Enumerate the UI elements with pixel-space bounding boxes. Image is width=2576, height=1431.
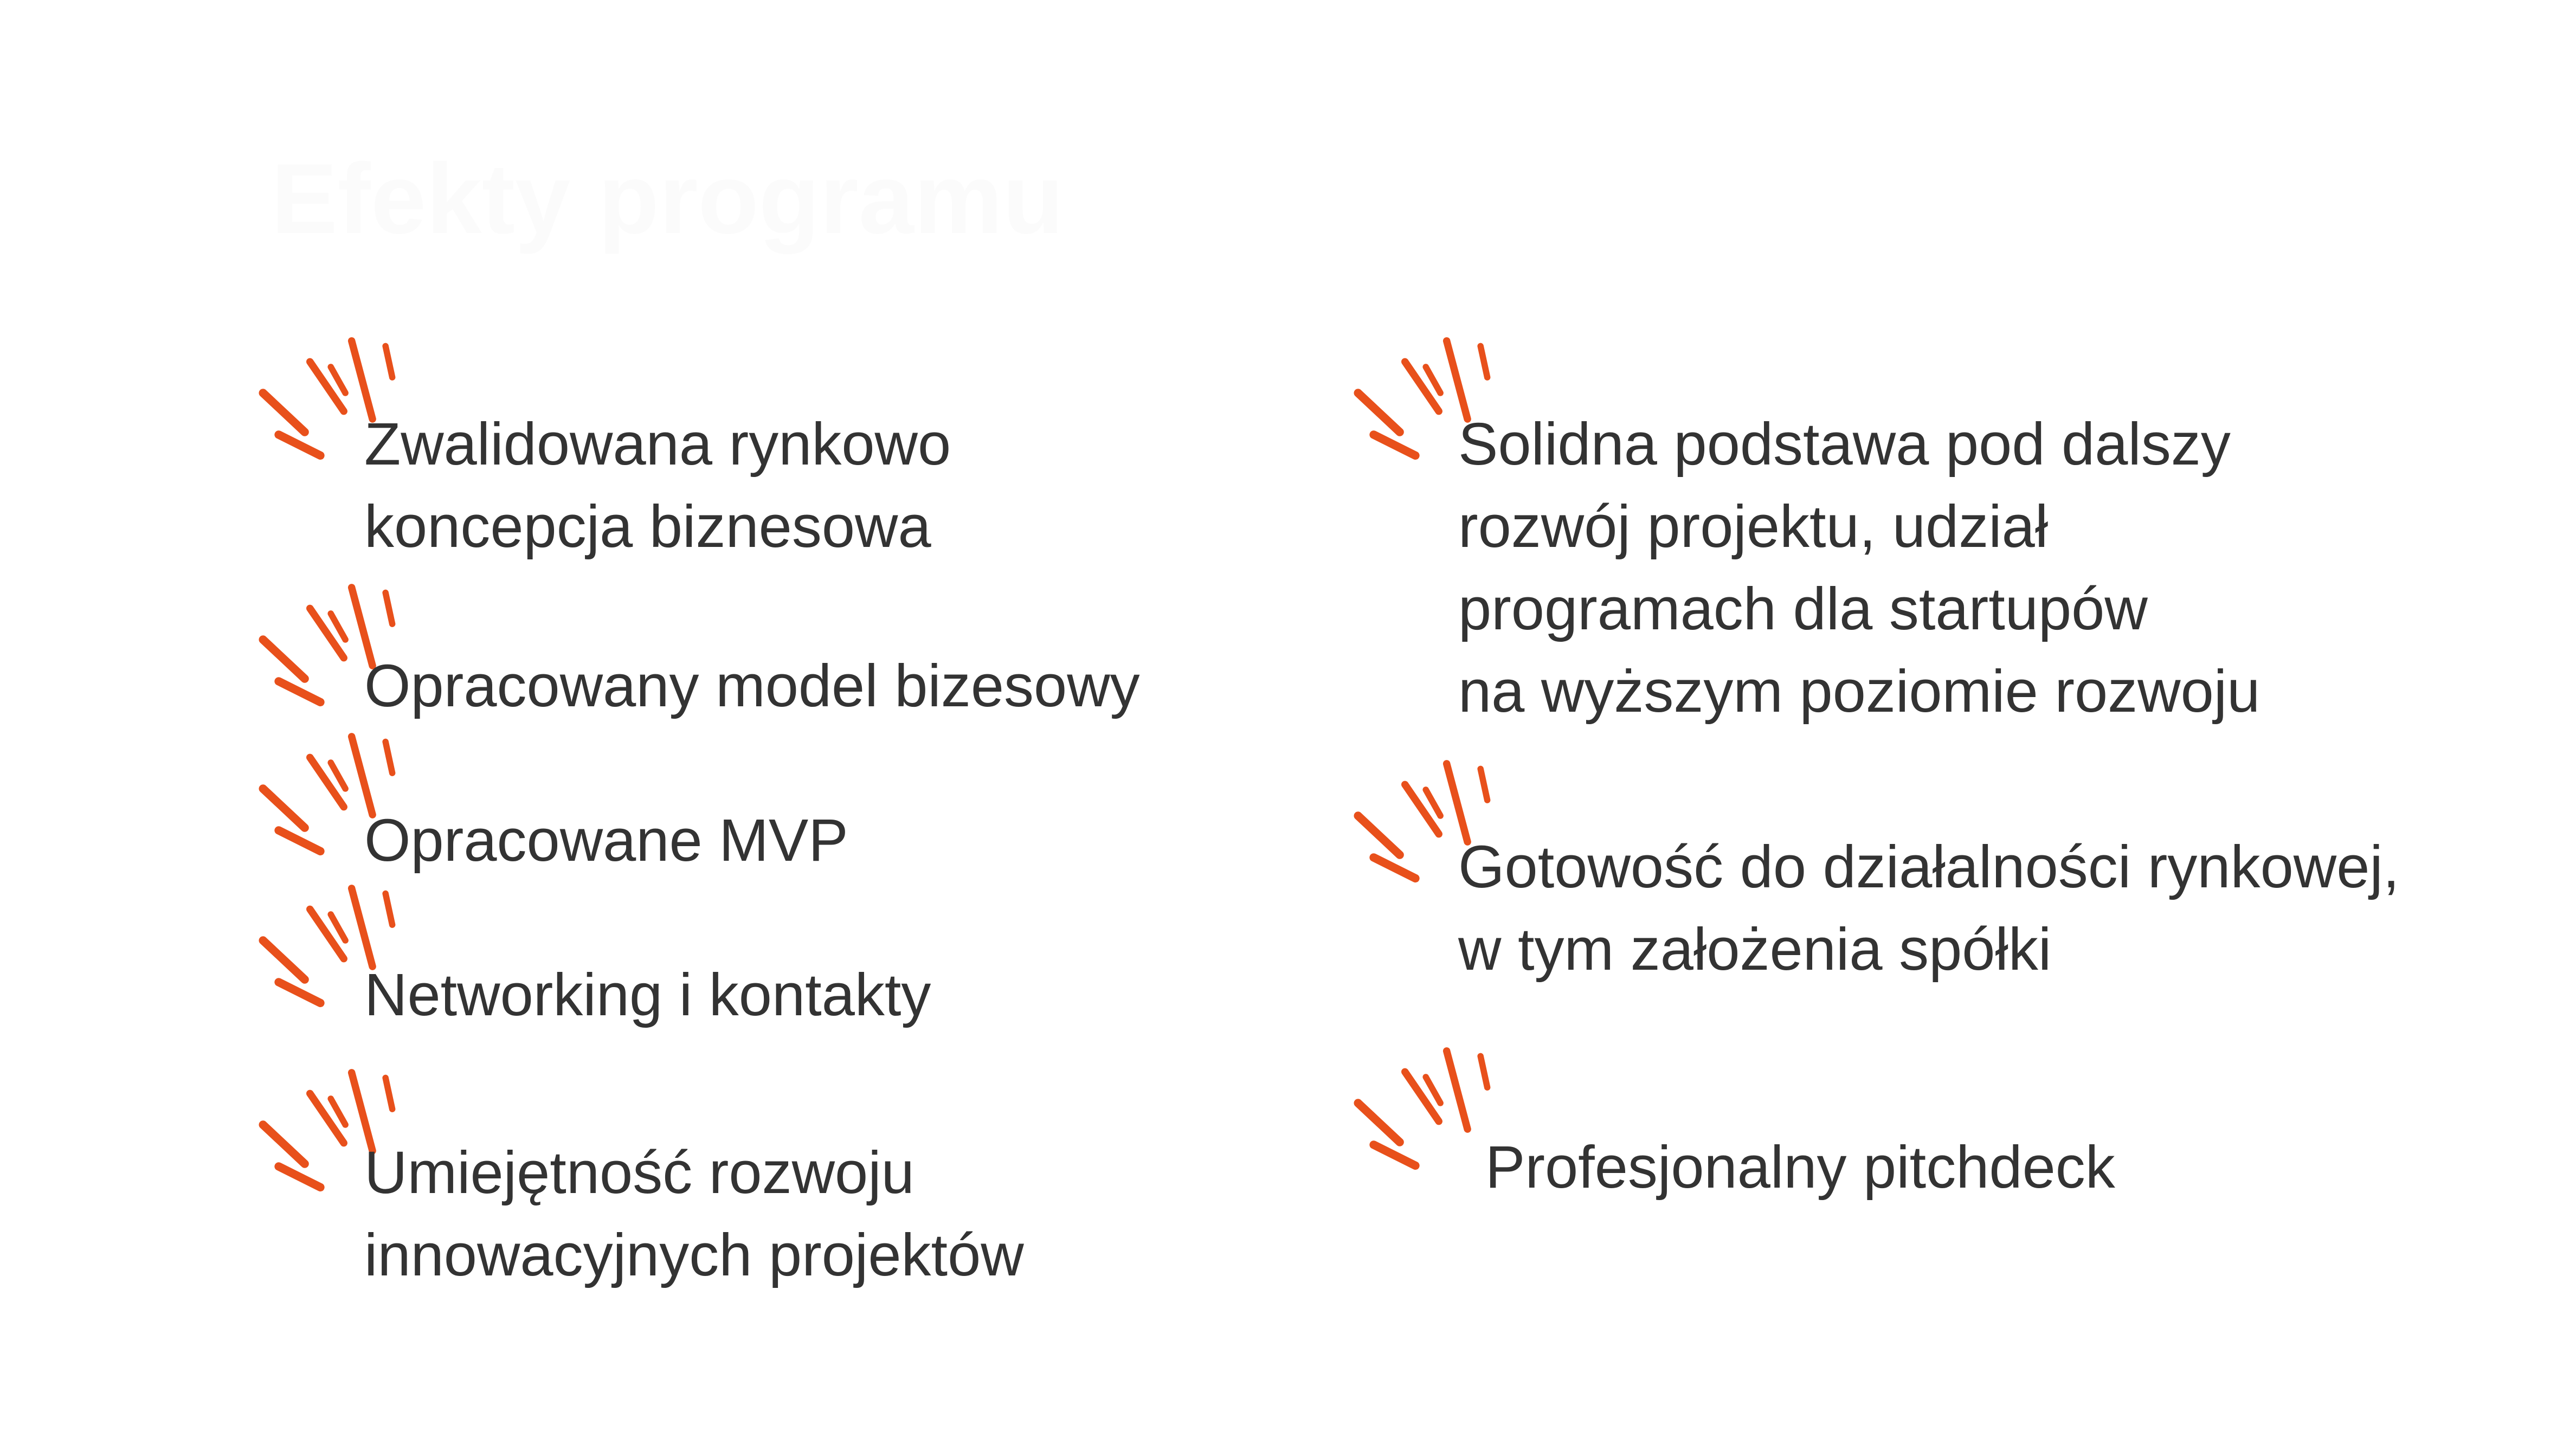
burst-icon (249, 873, 417, 1008)
burst-stroke (1477, 765, 1491, 803)
left-item-5-line-2: innowacyjnych projektów (364, 1222, 1024, 1288)
page-title: Efekty programu (271, 143, 1064, 254)
burst-stroke (274, 978, 325, 1008)
right-item-2-line-2: w tym założenia spółki (1458, 916, 2052, 983)
burst-stroke (1422, 1074, 1444, 1106)
right-item-3-line-1: Profesjonalny pitchdeck (1485, 1134, 2115, 1201)
burst-stroke (382, 1074, 396, 1112)
burst-stroke (347, 584, 376, 669)
burst-stroke (382, 343, 396, 381)
left-item-1-line-2: koncepcja biznesowa (364, 493, 931, 560)
left-item-3: Opracowane MVP (364, 800, 848, 882)
burst-icon (1344, 748, 1512, 884)
burst-icon (249, 721, 417, 856)
burst-stroke (1442, 760, 1471, 846)
right-item-1-line-4: na wyższym poziomie rozwoju (1458, 658, 2261, 725)
right-item-1-line-2: rozwój projektu, udział (1458, 493, 2049, 560)
left-item-1: Zwalidowana rynkowo koncepcja biznesowa (364, 403, 951, 568)
burst-icon (1344, 1035, 1512, 1171)
burst-stroke (1354, 1099, 1404, 1146)
right-item-1: Solidna podstawa pod dalszy rozwój proje… (1458, 403, 2260, 733)
burst-stroke (327, 759, 349, 792)
burst-stroke (1401, 358, 1442, 415)
burst-stroke (259, 635, 309, 683)
burst-stroke (274, 430, 325, 460)
burst-icon (1344, 325, 1512, 461)
burst-stroke (306, 753, 347, 811)
burst-stroke (1442, 1047, 1471, 1133)
left-item-2: Opracowany model bizesowy (364, 645, 1140, 727)
burst-stroke (382, 589, 396, 627)
burst-stroke (382, 890, 396, 928)
burst-stroke (274, 677, 325, 707)
burst-stroke (274, 1162, 325, 1192)
burst-stroke (259, 1120, 309, 1168)
burst-stroke (1354, 389, 1404, 436)
burst-stroke (1422, 787, 1444, 819)
right-item-2-line-1: Gotowość do działalności rynkowej, (1458, 834, 2400, 900)
burst-stroke (327, 911, 349, 944)
burst-stroke (1369, 853, 1420, 883)
burst-stroke (1369, 430, 1420, 460)
burst-stroke (1422, 364, 1444, 396)
burst-icon (249, 1057, 417, 1192)
burst-stroke (347, 337, 376, 423)
burst-stroke (1477, 1053, 1491, 1091)
burst-stroke (1401, 1068, 1442, 1125)
left-item-3-line-1: Opracowane MVP (364, 807, 848, 874)
burst-stroke (1401, 781, 1442, 838)
burst-icon (249, 325, 417, 461)
burst-stroke (1442, 337, 1471, 423)
burst-stroke (327, 1095, 349, 1128)
burst-stroke (306, 358, 347, 415)
right-item-2: Gotowość do działalności rynkowej, w tym… (1458, 826, 2399, 991)
burst-stroke (259, 936, 309, 984)
burst-stroke (327, 364, 349, 396)
burst-stroke (1354, 811, 1404, 859)
burst-stroke (1477, 343, 1491, 381)
left-item-1-line-1: Zwalidowana rynkowo (364, 411, 951, 478)
burst-stroke (306, 604, 347, 662)
burst-stroke (327, 610, 349, 643)
burst-stroke (274, 826, 325, 856)
burst-stroke (259, 389, 309, 436)
left-item-2-line-1: Opracowany model bizesowy (364, 653, 1140, 719)
burst-icon (249, 572, 417, 707)
burst-stroke (259, 784, 309, 832)
burst-stroke (347, 1069, 376, 1155)
burst-stroke (306, 905, 347, 963)
burst-stroke (1369, 1140, 1420, 1170)
right-item-1-line-3: programach dla startupów (1458, 576, 2148, 642)
burst-stroke (306, 1090, 347, 1147)
left-item-5-line-1: Umiejętność rozwoju (364, 1139, 915, 1206)
left-item-5: Umiejętność rozwoju innowacyjnych projek… (364, 1132, 1024, 1297)
left-item-4: Networking i kontakty (364, 954, 931, 1036)
burst-stroke (382, 738, 396, 776)
right-item-1-line-1: Solidna podstawa pod dalszy (1458, 411, 2231, 478)
right-item-3: Profesjonalny pitchdeck (1485, 1126, 2115, 1209)
left-item-4-line-1: Networking i kontakty (364, 962, 931, 1028)
burst-stroke (347, 733, 376, 818)
burst-stroke (347, 885, 376, 970)
